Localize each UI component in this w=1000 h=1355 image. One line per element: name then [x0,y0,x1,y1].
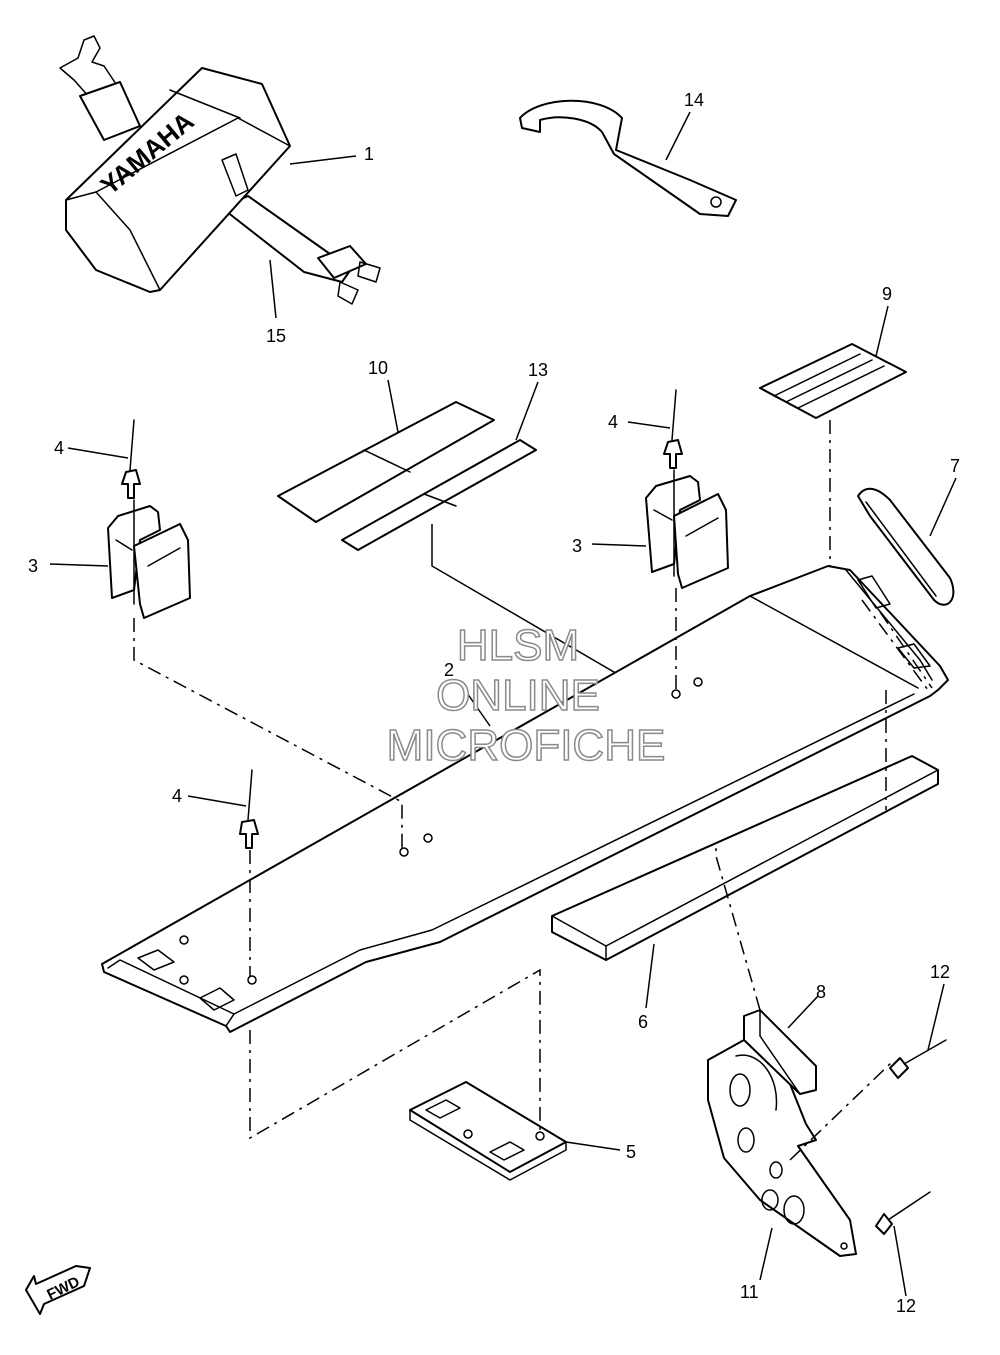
watermark: HLSM ONLINE MICROFICHE [386,620,666,771]
part-7-tie-wire [857,477,957,606]
callout-4-left: 4 [54,438,64,458]
part-1-cover-bag: YAMAHA [59,35,381,305]
callout-8: 8 [816,982,826,1002]
part-5-small-plate [249,968,621,1181]
callout-12-lower: 12 [896,1296,916,1316]
part-9-grip-pad [759,305,907,686]
watermark-line-3: MICROFICHE [387,721,666,770]
callout-5: 5 [626,1142,636,1162]
callout-14: 14 [684,90,704,110]
part-4-rivet-center [187,769,259,976]
callout-12-upper: 12 [930,962,950,982]
part-8-11-12-bracket [707,690,947,1297]
callout-11: 11 [740,1282,759,1302]
callout-1: 1 [364,144,374,164]
part-14-hook-spanner [519,99,737,217]
part-2-base-plate [101,565,949,1033]
part-3-clip-left [49,419,403,852]
fwd-arrow-icon: FWD [25,1265,91,1315]
watermark-line-2: ONLINE [436,671,600,720]
callout-labels: 1 2 3 3 4 4 4 5 6 7 8 9 10 11 12 12 13 1… [28,90,960,1316]
watermark-line-1: HLSM [457,621,579,670]
callout-4-right: 4 [608,412,618,432]
callout-13: 13 [528,360,548,380]
callout-15: 15 [266,326,286,346]
part-3-clip-right [591,389,729,690]
part-6-foam-pad [551,755,939,1009]
part-10-13-decals [277,379,687,762]
callout-2: 2 [444,660,454,680]
callout-3-left: 3 [28,556,38,576]
callout-9: 9 [882,284,892,304]
callout-6: 6 [638,1012,648,1032]
callout-10: 10 [368,358,388,378]
callout-4-center: 4 [172,786,182,806]
callout-3-right: 3 [572,536,582,556]
callout-7: 7 [950,456,960,476]
